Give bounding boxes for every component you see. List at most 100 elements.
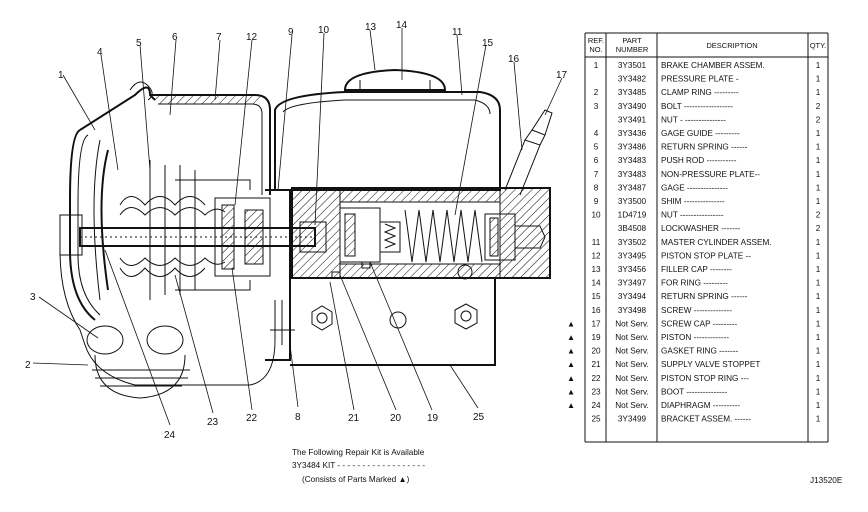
cell-qty: 1 [816,129,821,138]
cell-ref-no: 5 [594,143,599,152]
cell-part-number: 3Y3495 [618,251,647,260]
cell-description: PISTON STOP PLATE -- [661,251,751,260]
cell-qty: 2 [816,211,821,220]
callout-17: 17 [556,70,568,81]
cell-part-number: Not Serv. [615,387,649,396]
clamp-ring-top [79,86,156,131]
shaft-nut [299,221,327,253]
cell-part-number: Not Serv. [615,360,649,369]
cell-part-number: 3Y3483 [618,170,647,179]
bracket-assembly [265,189,291,361]
callout-2: 2 [25,360,31,371]
cell-ref-no: 17 [591,319,601,328]
header-description: DESCRIPTION [706,41,757,50]
cell-qty: 1 [816,347,821,356]
cell-ref-no: 3 [594,102,599,111]
kit-marker: ▲ [567,401,575,410]
callout-11: 11 [452,27,463,38]
cell-qty: 1 [816,306,821,315]
cell-ref-no: 25 [591,415,601,424]
header-qty: QTY. [810,41,827,50]
callout-10: 10 [318,25,330,36]
table-row: 3 3Y3490 BOLT ------------------ 2 [594,102,821,111]
cell-qty: 1 [816,319,821,328]
kit-marker: ▲ [567,347,575,356]
cell-qty: 1 [816,387,821,396]
cell-qty: 1 [816,279,821,288]
cell-qty: 1 [816,143,821,152]
non-pressure-plate [150,94,271,195]
cell-part-number: Not Serv. [615,333,649,342]
cell-description: RETURN SPRING ------ [661,292,748,301]
cell-description: SHIM --------------- [661,197,725,206]
cell-description: PISTON ------------- [661,333,729,342]
supply-valve-stoppet [380,221,401,253]
cell-part-number: Not Serv. [615,319,649,328]
cell-part-number: 3Y3456 [618,265,647,274]
brake-chamber-shell [69,129,96,321]
cell-part-number: Not Serv. [615,401,649,410]
callout-21: 21 [348,413,360,424]
cell-ref-no: 8 [594,183,599,192]
cell-ref-no: 14 [591,279,601,288]
cell-description: BOLT ------------------ [661,102,733,111]
cell-ref-no: 4 [594,129,599,138]
bracket-hole-center [389,311,407,329]
callout-24: 24 [164,430,176,441]
cell-ref-no: 9 [594,197,599,206]
cell-qty: 2 [816,102,821,111]
cell-description: PRESSURE PLATE - [661,75,739,84]
cell-part-number: 3Y3486 [618,143,647,152]
cell-part-number: 3Y3436 [618,129,647,138]
cell-part-number: 3Y3497 [618,279,647,288]
clamp-bolt-head-right [146,325,184,355]
callout-4: 4 [97,47,103,58]
cell-qty: 1 [816,61,821,70]
cell-description: FOR RING --------- [661,279,728,288]
cell-part-number: 3Y3485 [618,88,647,97]
cell-qty: 2 [816,224,821,233]
cell-part-number: Not Serv. [615,374,649,383]
cell-qty: 1 [816,197,821,206]
boot-upper [119,207,226,216]
cell-qty: 1 [816,170,821,179]
cell-part-number: 3Y3500 [618,197,647,206]
cell-ref-no: 22 [591,374,601,383]
diaphragm [100,149,109,291]
callout-7: 7 [216,32,222,43]
cell-part-number: 3Y3499 [618,415,647,424]
cell-description: NUT - --------------- [661,115,726,124]
cell-part-number: 3Y3490 [618,102,647,111]
clamp-bolt-head-left [86,325,124,355]
kit-marker: ▲ [567,319,575,328]
callout-1: 1 [58,70,64,81]
cell-qty: 1 [816,251,821,260]
cell-description: BRAKE CHAMBER ASSEM. [661,61,765,70]
cell-ref-no: 1 [594,61,599,70]
cell-part-number: 3B4508 [618,224,647,233]
cell-qty: 1 [816,415,821,424]
cell-part-number: 3Y3494 [618,292,647,301]
piston [339,207,381,263]
callout-16: 16 [508,54,520,65]
callout-6: 6 [172,32,178,43]
cell-description: PUSH ROD ----------- [661,156,737,165]
cell-qty: 1 [816,156,821,165]
